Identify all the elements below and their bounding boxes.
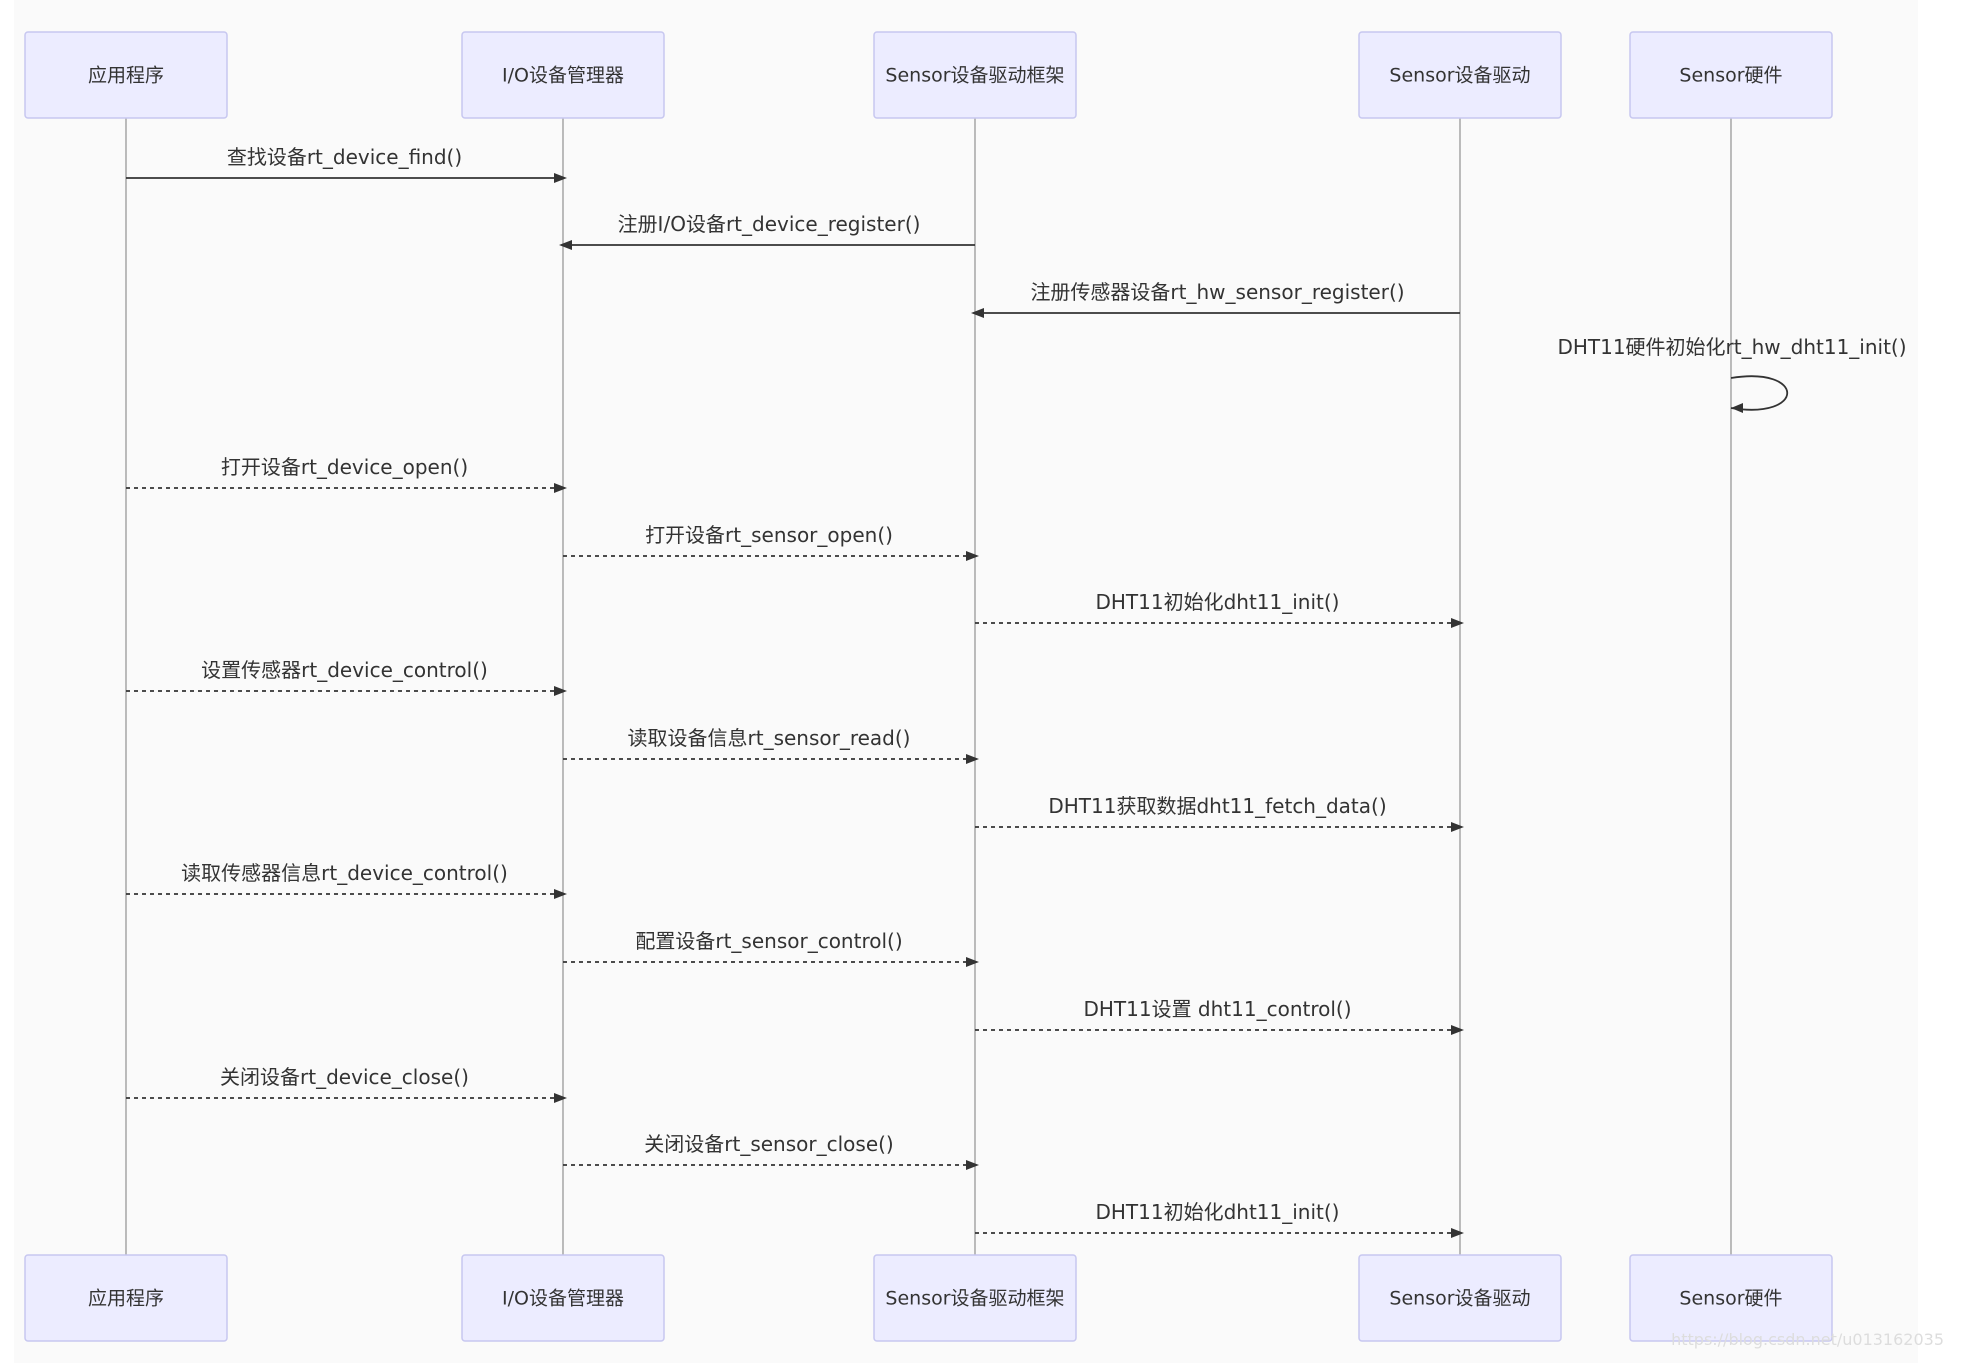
message-label: 读取设备信息rt_sensor_read() [628,726,911,750]
message-14: 关闭设备rt_device_close() [126,1065,567,1103]
message-12: 配置设备rt_sensor_control() [563,929,979,967]
participant-box [461,1254,665,1342]
arrowhead [1731,403,1743,413]
arrowhead [971,308,984,318]
arrowhead [1451,618,1464,628]
message-label: DHT11初始化dht11_init() [1095,590,1339,614]
participant-bottom-hw: Sensor硬件 [1629,1254,1833,1342]
participant-top-app: 应用程序 [24,31,228,119]
participant-box [1358,1254,1562,1342]
message-label: 配置设备rt_sensor_control() [635,929,902,953]
message-16: DHT11初始化dht11_init() [975,1200,1464,1238]
diagram-background [14,0,1918,1363]
message-label: DHT11设置 dht11_control() [1083,997,1351,1021]
message-label: 查找设备rt_device_find() [227,145,462,169]
message-15: 关闭设备rt_sensor_close() [563,1132,979,1170]
arrowhead [554,686,567,696]
participant-label: Sensor硬件 [1679,65,1782,87]
participant-box [873,31,1077,119]
message-label: 读取传感器信息rt_device_control() [181,861,508,885]
arrowhead [554,1093,567,1103]
message-label: 打开设备rt_device_open() [221,455,468,479]
participant-label: Sensor设备驱动 [1389,1288,1530,1310]
message-10: DHT11获取数据dht11_fetch_data() [975,794,1464,832]
arrowhead [966,551,979,561]
participant-bottom-fw: Sensor设备驱动框架 [873,1254,1077,1342]
message-8: 设置传感器rt_device_control() [126,658,567,696]
arrowhead [966,754,979,764]
participant-box [873,1254,1077,1342]
participant-bottom-drv: Sensor设备驱动 [1358,1254,1562,1342]
message-4: DHT11硬件初始化rt_hw_dht11_init() [1557,335,1907,413]
message-11: 读取传感器信息rt_device_control() [126,861,567,899]
participant-box [1358,31,1562,119]
participant-box [1629,1254,1833,1342]
message-label: 注册I/O设备rt_device_register() [618,212,921,236]
watermark: https://blog.csdn.net/u013162035 [1671,1330,1944,1349]
participant-label: Sensor设备驱动框架 [885,65,1064,87]
message-label: DHT11初始化dht11_init() [1095,1200,1339,1224]
arrowhead [554,483,567,493]
participant-label: Sensor设备驱动 [1389,65,1530,87]
message-9: 读取设备信息rt_sensor_read() [563,726,979,764]
message-label: DHT11硬件初始化rt_hw_dht11_init() [1557,335,1906,359]
arrowhead [559,240,572,250]
message-13: DHT11设置 dht11_control() [975,997,1464,1035]
message-label: DHT11获取数据dht11_fetch_data() [1048,794,1386,818]
message-label: 打开设备rt_sensor_open() [645,523,893,547]
participant-bottom-io: I/O设备管理器 [461,1254,665,1342]
message-2: 注册I/O设备rt_device_register() [559,212,975,250]
arrowhead [1451,822,1464,832]
participant-top-fw: Sensor设备驱动框架 [873,31,1077,119]
participant-label: I/O设备管理器 [502,65,624,87]
message-5: 打开设备rt_device_open() [126,455,567,493]
participant-box [461,31,665,119]
participant-box [24,1254,228,1342]
arrowhead [966,957,979,967]
message-label: 设置传感器rt_device_control() [201,658,488,682]
participant-top-io: I/O设备管理器 [461,31,665,119]
message-1: 查找设备rt_device_find() [126,145,567,183]
message-7: DHT11初始化dht11_init() [975,590,1464,628]
arrowhead [554,173,567,183]
arrowhead [966,1160,979,1170]
participant-box [24,31,228,119]
arrowhead [1451,1228,1464,1238]
message-6: 打开设备rt_sensor_open() [563,523,979,561]
message-3: 注册传感器设备rt_hw_sensor_register() [971,280,1460,318]
participant-top-drv: Sensor设备驱动 [1358,31,1562,119]
message-line [1730,375,1788,411]
arrowhead [554,889,567,899]
message-label: 关闭设备rt_sensor_close() [644,1132,893,1156]
participant-label: I/O设备管理器 [502,1288,624,1310]
participant-label: Sensor硬件 [1679,1288,1782,1310]
participant-bottom-app: 应用程序 [24,1254,228,1342]
arrowhead [1451,1025,1464,1035]
participant-label: 应用程序 [88,65,164,87]
participant-top-hw: Sensor硬件 [1629,31,1833,119]
message-label: 注册传感器设备rt_hw_sensor_register() [1030,280,1404,304]
participant-label: 应用程序 [88,1288,164,1310]
message-label: 关闭设备rt_device_close() [220,1065,469,1089]
participant-label: Sensor设备驱动框架 [885,1288,1064,1310]
participant-box [1629,31,1833,119]
